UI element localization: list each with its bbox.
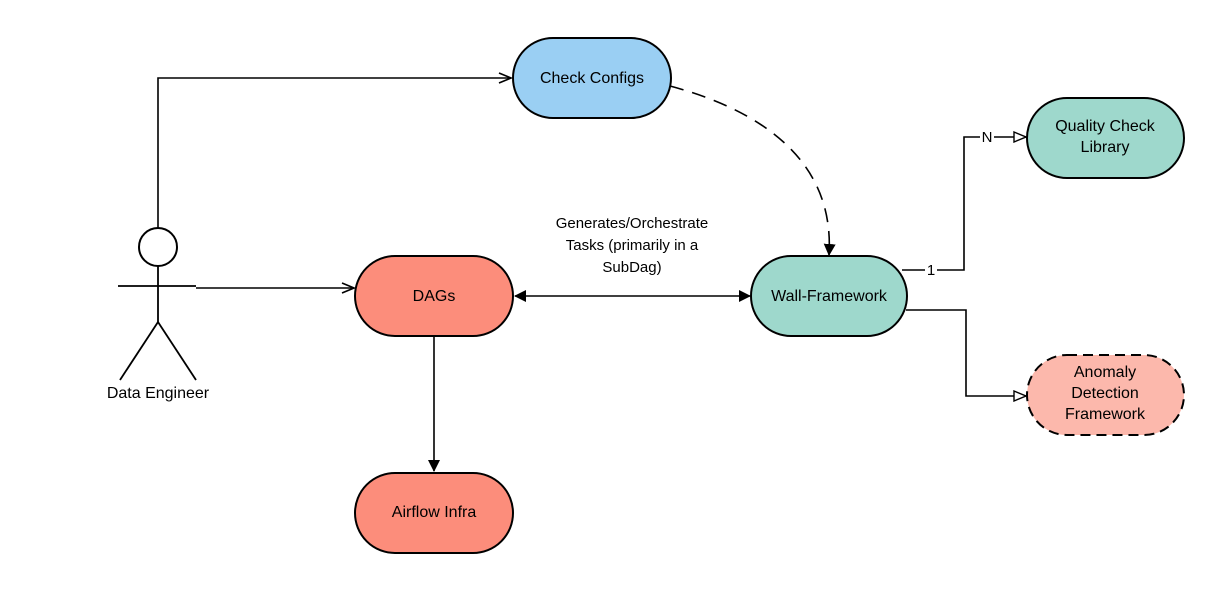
node-quality-check-library-shape xyxy=(1026,97,1185,179)
edge-actor-to-check-configs xyxy=(157,78,511,228)
node-check-configs-shape xyxy=(512,37,672,119)
node-airflow-infra-label: Airflow Infra xyxy=(392,504,477,521)
edge-wall-framework-to-anomaly-detection xyxy=(906,309,1026,396)
edge-check-configs-to-wall-framework xyxy=(669,85,836,256)
actor-left-leg xyxy=(119,321,159,381)
node-dags-shape xyxy=(354,255,514,337)
cardinality-1-bg xyxy=(925,262,937,278)
node-anomaly-detection-framework-shape xyxy=(1026,354,1185,436)
actor-data-engineer: Data Engineer xyxy=(107,227,210,402)
node-quality-check-library-label-line-1: Quality Check xyxy=(1055,118,1156,135)
node-quality-check-library[interactable]: Quality Check Library xyxy=(1026,97,1185,179)
node-quality-check-library-label-line-2: Library xyxy=(1081,139,1130,156)
node-dags[interactable]: DAGs xyxy=(354,255,514,337)
actor-head xyxy=(138,227,178,267)
node-wall-framework-label: Wall-Framework xyxy=(771,288,888,305)
node-anomaly-detection-framework-label-line-1: Anomaly xyxy=(1074,364,1136,381)
cardinality-n-bg xyxy=(980,129,994,145)
edge-wall-framework-to-quality-check-library xyxy=(902,137,1026,271)
node-wall-framework-shape xyxy=(750,255,908,337)
node-airflow-infra[interactable]: Airflow Infra xyxy=(354,472,514,554)
edge-label-generates-line-1: Generates/Orchestrate xyxy=(556,215,709,232)
node-anomaly-detection-framework-label-line-2: Detection xyxy=(1071,385,1139,402)
cardinality-n-label: N xyxy=(982,129,993,146)
edge-label-generates-line-3: SubDag) xyxy=(602,259,661,276)
node-check-configs-label: Check Configs xyxy=(540,70,644,87)
node-anomaly-detection-framework[interactable]: Anomaly Detection Framework xyxy=(1026,354,1185,436)
actor-label: Data Engineer xyxy=(107,385,210,402)
node-airflow-infra-shape xyxy=(354,472,514,554)
node-dags-label: DAGs xyxy=(413,288,456,305)
actor-right-leg xyxy=(157,321,197,381)
node-check-configs[interactable]: Check Configs xyxy=(512,37,672,119)
edge-label-generates-line-2: Tasks (primarily in a xyxy=(566,237,699,254)
node-anomaly-detection-framework-label-line-3: Framework xyxy=(1065,406,1146,423)
cardinality-1-label: 1 xyxy=(927,262,935,279)
node-wall-framework[interactable]: Wall-Framework xyxy=(750,255,908,337)
